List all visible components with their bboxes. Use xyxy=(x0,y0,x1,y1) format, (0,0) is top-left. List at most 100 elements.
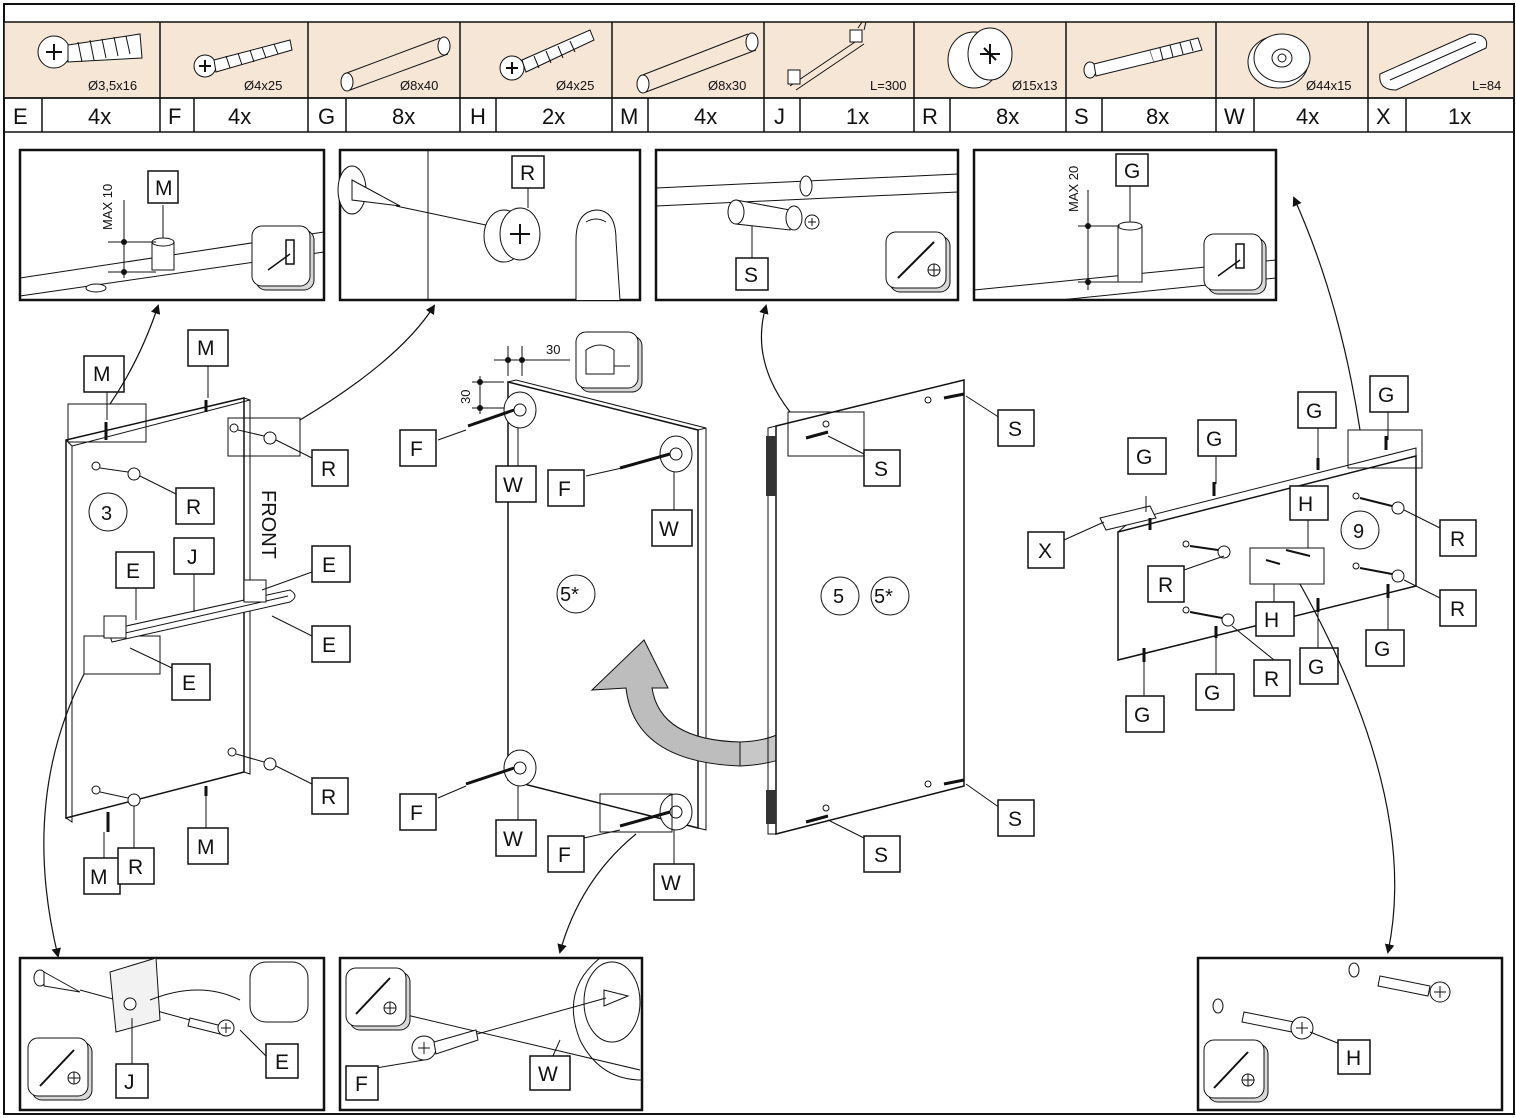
thumb-press-icon xyxy=(575,209,621,301)
part-code-h: H xyxy=(470,104,486,129)
step-5star-badge-right: 5* xyxy=(874,586,893,608)
callout-e-1: E xyxy=(126,560,140,583)
callout-g-2: G xyxy=(1206,428,1222,451)
shelf-callouts: G G G G X H R R R H R G G xyxy=(1027,375,1477,733)
step-9-badge: 9 xyxy=(1353,521,1364,543)
detail-label-r: R xyxy=(520,162,535,185)
part-size-r: Ø15x13 xyxy=(1012,78,1058,93)
detail-label-f: F xyxy=(355,1073,368,1096)
callout-w-2: W xyxy=(659,518,679,541)
part-cell-w: Ø44x15 W 4x xyxy=(1224,22,1369,132)
max-20-note: MAX 20 xyxy=(1066,166,1081,212)
detail-h-screw: H xyxy=(1196,956,1504,1112)
detail-label-g: G xyxy=(1124,160,1140,183)
part-cell-h: Ø4x25 H 2x xyxy=(470,22,613,132)
part-code-e: E xyxy=(13,104,28,129)
callout-j: J xyxy=(187,546,198,569)
callout-f-4: F xyxy=(558,844,571,867)
callout-m-1: M xyxy=(93,363,111,386)
callout-r-6: R xyxy=(1450,528,1465,551)
cam-bolt-icon xyxy=(727,199,820,231)
front-label: FRONT xyxy=(257,490,279,559)
detail-label-s: S xyxy=(744,264,758,287)
callout-w-3: W xyxy=(503,828,523,851)
detail-connector-arrows xyxy=(43,196,1396,958)
detail-s-bolt: S xyxy=(654,148,960,302)
part-size-e: Ø3,5x16 xyxy=(88,78,137,93)
callout-s-3: S xyxy=(1008,808,1022,831)
part-qty-x: 1x xyxy=(1448,104,1471,129)
step-5-badge: 5 xyxy=(833,586,844,608)
part-size-g: Ø8x40 xyxy=(400,78,438,93)
right-door-callouts: S S S S xyxy=(827,395,1035,873)
callout-w-4: W xyxy=(661,872,681,895)
part-size-x: L=84 xyxy=(1472,78,1501,93)
callout-g-4: G xyxy=(1378,384,1394,407)
callout-e-3: E xyxy=(322,634,336,657)
part-cell-m: Ø8x30 M 4x xyxy=(620,22,765,132)
part-size-j: L=300 xyxy=(870,78,907,93)
callout-s-2: S xyxy=(874,458,888,481)
dim-top-30: 30 xyxy=(546,342,560,357)
max-10-note: MAX 10 xyxy=(100,184,115,230)
callout-w-1: W xyxy=(503,474,523,497)
detail-f-screw: F W xyxy=(338,956,644,1112)
detail-label-m: M xyxy=(155,177,173,200)
dim-side-30: 30 xyxy=(458,390,473,404)
right-door-panel: 5 5* xyxy=(766,379,965,835)
left-door-callouts: F W F W F W F W xyxy=(399,428,695,901)
part-size-f: Ø4x25 xyxy=(244,78,282,93)
detail-e-screw: J E xyxy=(18,956,326,1112)
callout-s-1: S xyxy=(1008,418,1022,441)
part-qty-f: 4x xyxy=(228,104,251,129)
dowel-icon xyxy=(340,36,451,92)
screwdriver-icon xyxy=(1203,1039,1269,1103)
cam-lock-icon xyxy=(483,207,541,263)
part-cell-j: L=300 J 1x xyxy=(774,21,915,132)
part-code-s: S xyxy=(1074,104,1089,129)
callout-m-2: M xyxy=(197,337,215,360)
callout-g-1: G xyxy=(1136,446,1152,469)
screwdriver-icon xyxy=(27,1037,93,1101)
side-panel-callouts: M M R R E J E E E R M M R xyxy=(83,329,351,895)
callout-e-4: E xyxy=(182,672,196,695)
callout-r-7: R xyxy=(1450,598,1465,621)
screwdriver-icon xyxy=(345,967,411,1031)
part-qty-s: 8x xyxy=(1146,104,1169,129)
callout-e-2: E xyxy=(322,554,336,577)
hanging-rail-icon xyxy=(787,21,867,91)
part-cell-g: Ø8x40 G 8x xyxy=(318,22,461,132)
part-qty-g: 8x xyxy=(392,104,415,129)
callout-h-2: H xyxy=(1264,609,1279,632)
part-code-j: J xyxy=(774,104,785,129)
tape-measure-icon xyxy=(575,331,643,393)
callout-g-8: G xyxy=(1134,704,1150,727)
callout-s-4: S xyxy=(874,844,888,867)
parts-header: Ø3,5x16 E 4x Ø4x25 F 4x xyxy=(3,21,1515,133)
callout-r-3: R xyxy=(321,786,336,809)
detail-r-cam: R xyxy=(337,148,642,302)
step-3-badge: 3 xyxy=(101,503,112,525)
callout-g-3: G xyxy=(1306,400,1322,423)
hammer-icon xyxy=(1203,233,1267,295)
part-cell-e: Ø3,5x16 E 4x xyxy=(13,22,161,132)
screw-long-icon xyxy=(499,29,595,81)
part-cell-s: S 8x xyxy=(1074,22,1217,132)
detail-m-dowel: MAX 10 M xyxy=(18,148,326,302)
callout-r-4: R xyxy=(128,856,143,879)
part-code-r: R xyxy=(922,104,938,129)
callout-h-1: H xyxy=(1298,493,1313,516)
hammer-icon xyxy=(251,225,315,291)
spacer-disc-icon xyxy=(1247,33,1311,89)
cam-bolt-icon xyxy=(1083,37,1203,79)
part-code-m: M xyxy=(620,104,638,129)
step-5star-badge: 5* xyxy=(560,584,579,606)
part-size-h: Ø4x25 xyxy=(556,78,594,93)
screw-short-icon xyxy=(37,33,143,69)
callout-x: X xyxy=(1038,540,1052,563)
part-qty-w: 4x xyxy=(1296,104,1319,129)
part-qty-m: 4x xyxy=(694,104,717,129)
detail-label-j: J xyxy=(124,1071,135,1094)
callout-g-7: G xyxy=(1204,682,1220,705)
